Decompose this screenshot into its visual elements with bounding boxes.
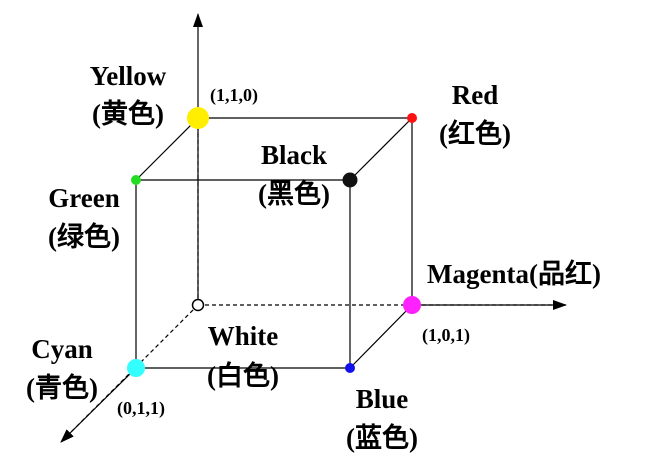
vertex-labels: Yellow (黄色) (1,1,0) Red (红色) Black (黑色) … [26, 61, 601, 453]
label-green-cn: (绿色) [48, 221, 120, 252]
label-white-name: White [208, 321, 279, 351]
label-black-name: Black [261, 140, 327, 170]
vertex-blue [345, 363, 355, 373]
vertex-yellow [187, 107, 209, 129]
axes [60, 13, 567, 443]
label-magenta-cn: (品红) [529, 258, 601, 289]
label-white-cn: (白色) [207, 360, 279, 391]
cube-edges [135, 117, 413, 369]
edge-green-yellow [135, 117, 199, 181]
label-blue-cn: (蓝色) [346, 422, 418, 453]
edge-black-red [349, 117, 413, 181]
label-magenta: Magenta(品红) [427, 258, 601, 289]
vertex-red [407, 113, 417, 123]
label-green-name: Green [48, 183, 119, 213]
label-cyan-coord: (0,1,1) [117, 398, 165, 419]
label-cyan-cn: (青色) [26, 372, 98, 403]
edge-blue-magenta [349, 304, 413, 369]
label-yellow-coord: (1,1,0) [210, 85, 258, 106]
label-black-cn: (黑色) [258, 178, 330, 209]
label-yellow-name: Yellow [90, 61, 167, 91]
vertex-cyan [127, 359, 145, 377]
label-cyan-name: Cyan [31, 334, 93, 364]
label-red-name: Red [452, 80, 499, 110]
vertex-white [191, 298, 205, 312]
vertex-green [131, 175, 141, 185]
label-yellow-cn: (黄色) [92, 98, 164, 129]
cube-vertices [127, 107, 421, 377]
label-blue-name: Blue [356, 384, 409, 414]
label-magenta-coord: (1,0,1) [422, 325, 470, 346]
axis-diagonal-solid [60, 367, 137, 443]
vertex-black [342, 172, 358, 188]
label-magenta-name: Magenta [427, 259, 529, 289]
vertex-magenta [403, 296, 421, 314]
label-red-cn: (红色) [439, 118, 511, 149]
